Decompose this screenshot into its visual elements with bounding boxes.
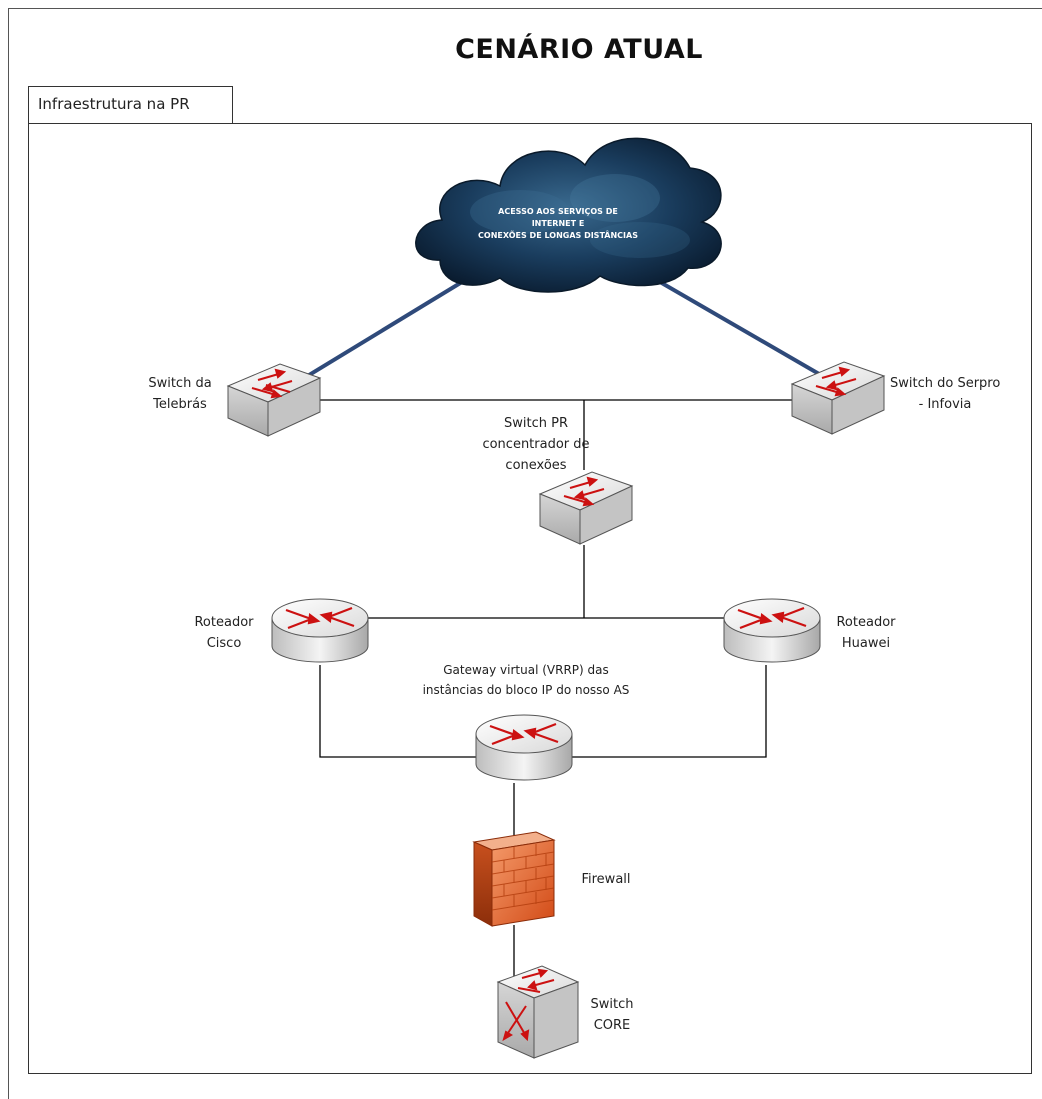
label-router-huawei: Roteador Huawei <box>836 615 896 651</box>
infrastructure-panel <box>28 123 1032 1074</box>
cloud-label: ACESSO AOS SERVIÇOS DE INTERNET E CONEXÕ… <box>458 206 658 242</box>
panel-tab: Infraestrutura na PR <box>28 86 233 124</box>
cloud-label-line3: CONEXÕES DE LONGAS DISTÂNCIAS <box>478 231 638 240</box>
switch-core-icon <box>496 965 580 1059</box>
page-frame <box>8 8 1042 1099</box>
label-firewall: Firewall <box>581 872 631 887</box>
switch-telebras-icon <box>226 363 322 437</box>
link-huawei-gateway <box>572 665 767 758</box>
firewall-icon <box>472 831 556 927</box>
router-cisco-icon <box>271 598 369 663</box>
link-cloud-serpro <box>658 280 828 380</box>
gateway-router-icon <box>475 714 573 781</box>
label-switch-core: Switch CORE <box>590 997 634 1033</box>
switch-pr-icon <box>538 471 634 545</box>
label-switch-pr: Switch PR concentrador de conexões <box>482 416 590 473</box>
page-title: CENÁRIO ATUAL <box>455 34 703 65</box>
link-cisco-gateway <box>319 665 476 758</box>
label-router-cisco: Roteador Cisco <box>194 615 254 651</box>
cloud-label-line2: INTERNET E <box>531 219 585 228</box>
label-gateway: Gateway virtual (VRRP) das instâncias do… <box>422 663 630 697</box>
switch-serpro-icon <box>790 361 886 435</box>
label-switch-serpro: Switch do Serpro - Infovia <box>890 376 1001 412</box>
cloud-label-line1: ACESSO AOS SERVIÇOS DE <box>498 207 618 216</box>
internet-cloud-icon <box>415 137 722 293</box>
label-switch-telebras: Switch da Telebrás <box>148 376 212 412</box>
router-huawei-icon <box>723 598 821 663</box>
